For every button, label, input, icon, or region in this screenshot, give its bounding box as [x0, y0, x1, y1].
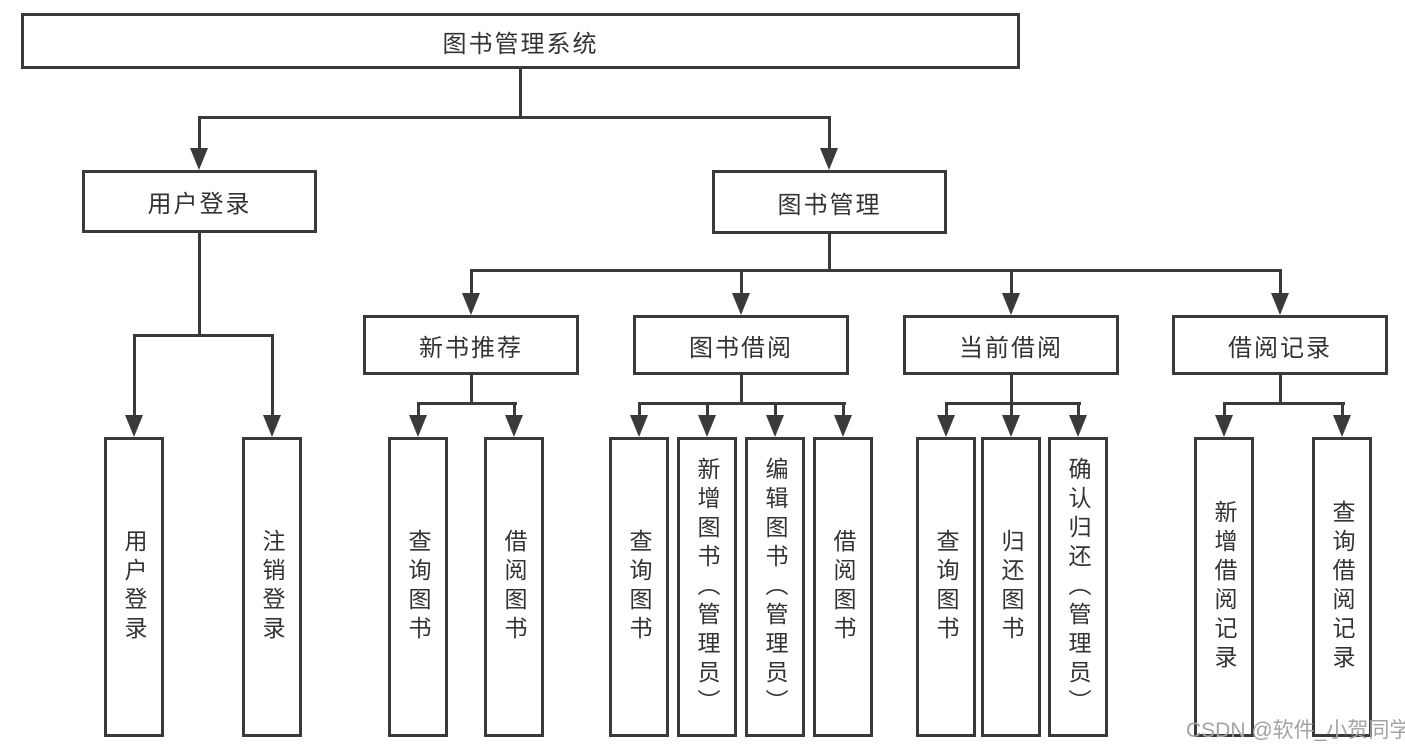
arrowhead-cur-return — [1002, 415, 1020, 437]
node-new-book-recommendation: 新书推荐 — [363, 315, 579, 375]
connector-to-rec-borrow — [513, 402, 516, 417]
leaf-cur-confirm-return-admin: 确认归还（管理员） — [1048, 437, 1108, 737]
leaf-bor-query-books: 查询图书 — [609, 437, 669, 737]
leaf-logout-login: 注销登录 — [242, 437, 302, 737]
node-current-borrowing: 当前借阅 — [903, 315, 1119, 375]
connector-new-book-rec-branch — [417, 402, 517, 405]
connector-user-login-stub — [198, 233, 201, 335]
arrowhead-rcd-query — [1333, 415, 1351, 437]
arrowhead-cur-confirm — [1069, 415, 1087, 437]
connector-book-borrow-branch — [638, 402, 846, 405]
connector-to-rec-query — [417, 402, 420, 417]
connector-user-login-branch — [133, 334, 274, 337]
connector-to-bor-query — [638, 402, 641, 417]
connector-borrow-records-stub — [1279, 375, 1282, 404]
node-borrowing-records: 借阅记录 — [1172, 315, 1388, 375]
connector-to-bor-edit — [774, 402, 777, 417]
connector-to-leaf-logout — [271, 334, 274, 417]
leaf-user-login: 用户登录 — [104, 437, 164, 737]
connector-root-branch — [198, 116, 831, 119]
leaf-rcd-add-record: 新增借阅记录 — [1194, 437, 1254, 737]
connector-to-current-borrow — [1010, 269, 1013, 295]
arrowhead-bor-add — [698, 415, 716, 437]
arrowhead-bor-borrow — [834, 415, 852, 437]
leaf-bor-add-books-admin: 新增图书（管理员） — [677, 437, 737, 737]
connector-current-borrow-branch — [945, 402, 1081, 405]
arrowhead-rcd-add — [1215, 415, 1233, 437]
connector-to-bor-borrow — [842, 402, 845, 417]
connector-new-book-rec-stub — [470, 375, 473, 404]
leaf-bor-borrow-books: 借阅图书 — [813, 437, 873, 737]
arrowhead-rec-borrow — [505, 415, 523, 437]
connector-level2-branch — [470, 269, 1282, 272]
leaf-bor-edit-books-admin: 编辑图书（管理员） — [745, 437, 805, 737]
connector-book-borrow-stub — [740, 375, 743, 404]
csdn-watermark: CSDN @软件_小贺同学 — [1186, 719, 1405, 742]
connector-to-book-borrow — [740, 269, 743, 295]
connector-to-book-mgmt — [828, 116, 831, 150]
leaf-rec-query-books: 查询图书 — [388, 437, 448, 737]
arrowhead-borrow-records — [1271, 293, 1289, 315]
node-book-borrowing: 图书借阅 — [633, 315, 849, 375]
connector-to-user-login — [198, 116, 201, 150]
connector-to-cur-query — [945, 402, 948, 417]
node-user-login: 用户登录 — [82, 170, 317, 233]
arrowhead-book-mgmt — [820, 148, 838, 170]
leaf-rcd-query-record: 查询借阅记录 — [1312, 437, 1372, 737]
connector-to-rcd-add — [1223, 402, 1226, 417]
connector-root-stub — [519, 69, 522, 117]
arrowhead-book-borrow — [732, 293, 750, 315]
arrowhead-bor-query — [630, 415, 648, 437]
connector-book-mgmt-stub — [828, 234, 831, 270]
connector-to-cur-return — [1010, 402, 1013, 417]
connector-to-new-book-rec — [470, 269, 473, 295]
arrowhead-cur-query — [937, 415, 955, 437]
node-library-management-system: 图书管理系统 — [21, 13, 1020, 69]
connector-to-rcd-query — [1341, 402, 1344, 417]
connector-to-cur-confirm — [1077, 402, 1080, 417]
leaf-cur-return-books: 归还图书 — [981, 437, 1041, 737]
connector-to-borrow-records — [1279, 269, 1282, 295]
leaf-rec-borrow-books: 借阅图书 — [484, 437, 544, 737]
arrowhead-bor-edit — [766, 415, 784, 437]
connector-to-leaf-user-login — [133, 334, 136, 417]
arrowhead-new-book-rec — [462, 293, 480, 315]
arrowhead-user-login — [190, 148, 208, 170]
arrowhead-leaf-logout — [263, 415, 281, 437]
node-book-management: 图书管理 — [712, 170, 947, 234]
connector-to-bor-add — [706, 402, 709, 417]
arrowhead-current-borrow — [1002, 293, 1020, 315]
connector-borrow-records-branch — [1223, 402, 1345, 405]
leaf-cur-query-books: 查询图书 — [916, 437, 976, 737]
arrowhead-leaf-user-login — [125, 415, 143, 437]
connector-current-borrow-stub — [1010, 375, 1013, 404]
arrowhead-rec-query — [409, 415, 427, 437]
